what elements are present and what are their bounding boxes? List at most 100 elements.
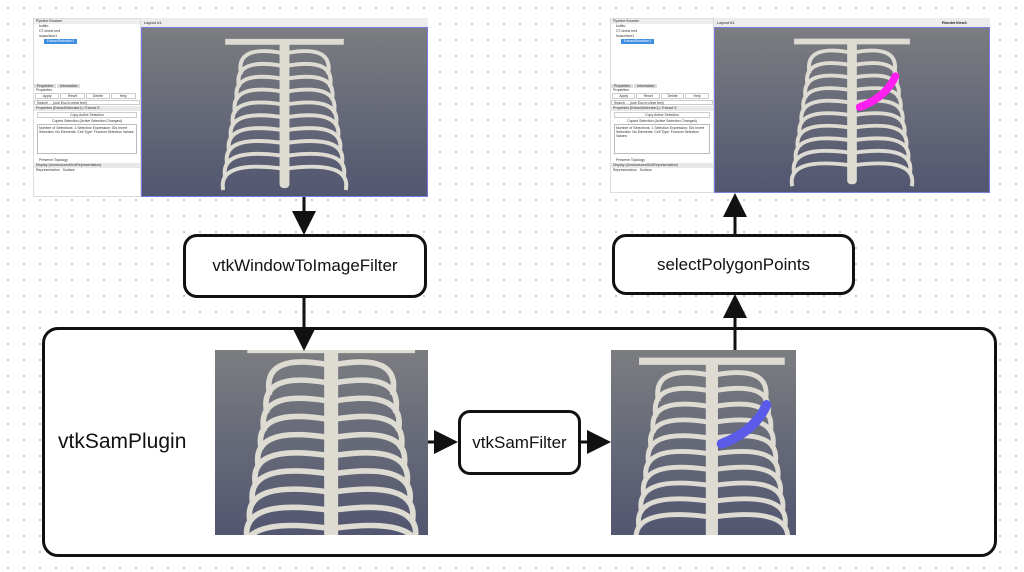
rib — [263, 377, 327, 414]
rib — [230, 100, 281, 127]
search-input[interactable]: Search ... (use Esc to clear text) — [34, 100, 140, 105]
pipeline-item[interactable]: CT-chest.nrrd — [616, 29, 638, 33]
preserve-topology-checkbox[interactable]: Preserve Topology — [616, 158, 645, 162]
rib — [234, 74, 281, 101]
segmentation-mask — [716, 400, 772, 449]
view-toolbar-left: Layout #1 — [141, 18, 428, 27]
rib — [791, 148, 849, 175]
pipeline-item[interactable]: builtin: — [616, 24, 627, 28]
rib — [716, 496, 788, 529]
pipeline-tree: builtin: CT-chest.nrrd Isosurface1 Extra… — [611, 24, 713, 44]
properties-section[interactable]: Properties (ExtractSelection1) / Extract… — [34, 106, 140, 111]
representation-label: Representation — [36, 168, 60, 172]
rib — [648, 417, 708, 450]
rib — [635, 496, 708, 529]
rib — [799, 98, 849, 124]
render-view-left — [141, 27, 428, 197]
vtk-window-to-image-filter-node: vtkWindowToImageFilter — [183, 234, 427, 298]
rib — [336, 359, 397, 396]
rib — [226, 126, 281, 152]
pipeline-item-selected[interactable]: ExtractSelection1 — [621, 39, 655, 44]
select-polygon-points-node: selectPolygonPoints — [612, 234, 855, 295]
display-section[interactable]: Display (UnstructuredGridRepresentation) — [34, 163, 140, 168]
rib — [797, 111, 849, 137]
help-button[interactable]: Help — [111, 93, 136, 99]
pipeline-item[interactable]: builtin: — [39, 24, 50, 28]
pipeline-browser-title: Pipeline Browser — [611, 19, 713, 24]
rib — [336, 468, 413, 505]
paraview-panel-left: Pipeline Browser builtin: CT-chest.nrrd … — [33, 18, 141, 197]
selection-info: Number of Selections: 1 Selection Expres… — [37, 124, 137, 154]
layout-tab[interactable]: Layout #1 — [144, 20, 162, 25]
rib — [288, 113, 341, 140]
apply-button[interactable]: Apply — [612, 93, 636, 99]
rib — [224, 139, 281, 165]
ribcage-render — [243, 350, 419, 535]
rib — [249, 468, 326, 505]
representation-select[interactable]: Surface — [639, 168, 652, 172]
rib — [336, 504, 419, 535]
rib — [855, 86, 903, 112]
preserve-topology-checkbox[interactable]: Preserve Topology — [39, 158, 68, 162]
rib — [254, 431, 326, 469]
rib — [246, 486, 326, 523]
rib — [805, 61, 849, 87]
vtk-sam-plugin-label: vtkSamPlugin — [58, 430, 187, 453]
rib — [652, 385, 708, 418]
segmented-image — [611, 350, 796, 535]
representation-select[interactable]: Surface — [62, 168, 75, 172]
rib — [633, 512, 708, 535]
rib — [260, 395, 327, 432]
pipeline-browser-title: Pipeline Browser — [34, 19, 140, 24]
rib — [645, 433, 708, 465]
ribcage-render — [633, 357, 790, 535]
rib — [336, 522, 415, 535]
rib — [243, 504, 326, 535]
display-section[interactable]: Display (UnstructuredGridRepresentation) — [611, 163, 713, 168]
tab-properties[interactable]: Properties — [611, 84, 633, 88]
pipeline-tree: builtin: CT-chest.nrrd Isosurface1 Extra… — [34, 24, 140, 44]
rib — [793, 136, 849, 162]
delete-button[interactable]: Delete — [660, 93, 685, 99]
rib — [336, 395, 402, 432]
tab-information[interactable]: Information — [56, 84, 81, 88]
rib — [336, 413, 405, 451]
delete-button[interactable]: Delete — [85, 93, 111, 99]
rib — [795, 123, 849, 149]
selection-info: Number of Selections: 1 Selection Expres… — [614, 124, 710, 154]
input-image — [215, 350, 428, 535]
rib — [288, 87, 337, 114]
help-button[interactable]: Help — [685, 93, 709, 99]
rib — [288, 164, 349, 191]
rib — [336, 377, 400, 414]
representation-label: Representation — [613, 168, 637, 172]
layout-tab[interactable]: Layout #1 — [717, 20, 735, 25]
reset-button[interactable]: Reset — [636, 93, 660, 99]
pipeline-item-selected[interactable]: ExtractSelection1 — [44, 39, 78, 44]
rib — [288, 61, 333, 88]
spine — [324, 350, 339, 535]
vtk-sam-filter-node: vtkSamFilter — [458, 410, 581, 475]
properties-section[interactable]: Properties (ExtractSelection1) / Extract… — [611, 106, 713, 111]
properties-label: Properties — [36, 88, 52, 92]
pipeline-item[interactable]: CT-chest.nrrd — [39, 29, 61, 33]
apply-button[interactable]: Apply — [35, 93, 60, 99]
copy-selection-button[interactable]: Copy Active Selection — [37, 112, 137, 118]
rib — [336, 486, 416, 523]
tab-information[interactable]: Information — [633, 84, 658, 88]
tab-properties[interactable]: Properties — [34, 84, 56, 88]
render-view-right — [714, 27, 990, 193]
pipeline-item[interactable]: Isosurface1 — [616, 34, 635, 38]
reset-button[interactable]: Reset — [60, 93, 85, 99]
copy-selection-button[interactable]: Copy Active Selection — [614, 112, 710, 118]
rib — [789, 161, 849, 187]
properties-label: Properties — [613, 88, 629, 92]
rib — [803, 73, 849, 99]
rib — [257, 413, 326, 451]
rib — [716, 417, 776, 450]
pipeline-item[interactable]: Isosurface1 — [39, 34, 58, 38]
rib — [716, 464, 783, 497]
rib — [855, 161, 915, 187]
rib — [232, 87, 281, 114]
search-input[interactable]: Search ... (use Esc to clear text) — [611, 100, 713, 105]
